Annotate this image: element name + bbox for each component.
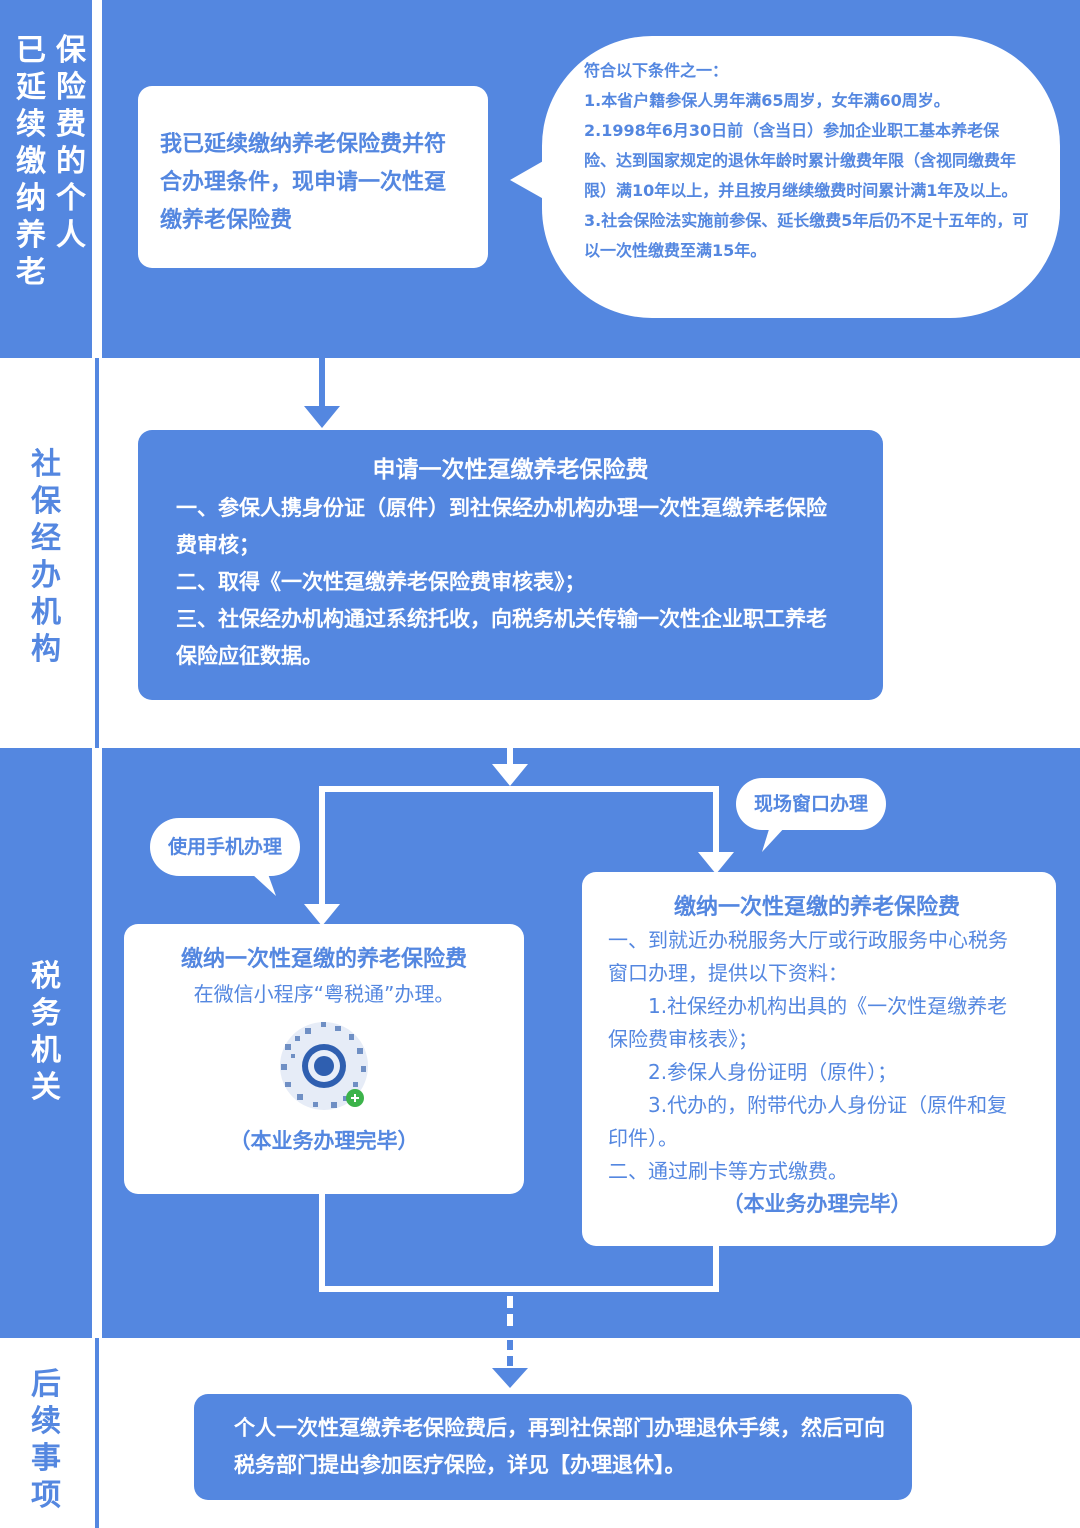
condition-item-3: 3.社会保险法实施前参保、延长缴费5年后仍不足十五年的，可以一次性缴费至满15年… <box>584 211 1029 260</box>
lane-label-applicant: 已延续缴纳养老 保险费的个人 <box>8 32 92 332</box>
condition-item-2: 2.1998年6月30日前（含当日）参加企业职工基本养老保险、达到国家规定的退休… <box>584 121 1018 200</box>
tax-mobile-desc: 在微信小程序“粤税通”办理。 <box>193 982 455 1006</box>
tax-window-item-1: 1.社保经办机构出具的《一次性趸缴养老保险费审核表》； <box>608 994 1008 1051</box>
tax-window-pay: 二、通过刷卡等方式缴费。 <box>608 1159 848 1183</box>
connector-mobile-down <box>319 786 325 906</box>
tax-window-intro: 一、到就近办税服务大厅或行政服务中心税务窗口办理，提供以下资料： <box>608 928 1008 985</box>
conditions-intro: 符合以下条件之一： <box>584 61 729 80</box>
lane-separator-followup <box>95 1338 99 1528</box>
connector-merge-horizontal <box>319 1286 719 1292</box>
tax-window-title: 缴纳一次性趸缴的养老保险费 <box>673 895 960 920</box>
connector-window-merge <box>713 1246 719 1292</box>
mobile-bubble-tail <box>252 874 276 896</box>
window-method-bubble: 现场窗口办理 <box>736 778 886 830</box>
condition-item-1: 1.本省户籍参保人男年满65周岁，女年满60周岁。 <box>584 91 950 110</box>
lane-label-tax: 税务机关 <box>31 959 61 1105</box>
social-step-line-3: 三、社保经办机构通过系统托收，向税务机关传输一次性企业职工养老保险应征数据。 <box>176 607 827 668</box>
arrow-head-window <box>698 852 734 874</box>
window-bubble-tail <box>762 826 786 852</box>
social-step-line-2: 二、取得《一次性趸缴养老保险费审核表》； <box>176 570 586 594</box>
step1-application-text: 我已延续缴纳养老保险费并符合办理条件，现申请一次性趸缴养老保险费 <box>160 132 447 233</box>
tax-mobile-done: （本业务办理完毕） <box>229 1129 419 1153</box>
arrow-head-tax <box>492 764 528 786</box>
connector-social-down <box>507 700 513 766</box>
arrow-head-mobile <box>304 904 340 926</box>
lane-separator <box>92 0 102 1528</box>
followup-text: 个人一次性趸缴养老保险费后，再到社保部门办理退休手续，然后可向税务部门提出参加医… <box>234 1416 885 1477</box>
arrow-head-followup <box>492 1368 528 1388</box>
social-application-title: 申请一次性趸缴养老保险费 <box>372 457 649 483</box>
conditions-bubble: 符合以下条件之一： 1.本省户籍参保人男年满65周岁，女年满60周岁。 2.19… <box>542 36 1060 318</box>
step1-application-box: 我已延续缴纳养老保险费并符合办理条件，现申请一次性趸缴养老保险费 <box>138 86 488 268</box>
tax-mobile-box: 缴纳一次性趸缴的养老保险费 在微信小程序“粤税通”办理。 （本业务办理完毕） <box>124 924 524 1194</box>
tax-window-item-2: 2.参保人身份证明（原件）； <box>648 1060 898 1084</box>
social-application-box: 申请一次性趸缴养老保险费 一、参保人携身份证（原件）到社保经办机构办理一次性趸缴… <box>138 430 883 700</box>
connector-mobile-merge <box>319 1194 325 1292</box>
mobile-method-bubble: 使用手机办理 <box>150 818 300 876</box>
connector-dash <box>507 1340 513 1350</box>
tax-mobile-title: 缴纳一次性趸缴的养老保险费 <box>180 947 467 972</box>
followup-box: 个人一次性趸缴养老保险费后，再到社保部门办理退休手续，然后可向税务部门提出参加医… <box>194 1394 912 1500</box>
tax-window-box: 缴纳一次性趸缴的养老保险费 一、到就近办税服务大厅或行政服务中心税务窗口办理，提… <box>582 872 1056 1246</box>
yueshuitong-qr-code[interactable] <box>269 1016 379 1116</box>
lane-label-followup: 后续事项 <box>31 1367 61 1513</box>
tax-window-item-3: 3.代办的，附带代办人身份证（原件和复印件）。 <box>608 1093 1008 1150</box>
social-step-line-1: 一、参保人携身份证（原件）到社保经办机构办理一次性趸缴养老保险费审核； <box>176 496 827 557</box>
lane-label-applicant-col1: 已延续缴纳养老 <box>16 33 46 290</box>
lane-separator-social <box>95 358 99 748</box>
window-method-label: 现场窗口办理 <box>753 793 868 815</box>
mobile-method-label: 使用手机办理 <box>167 836 282 858</box>
connector-dash <box>507 1314 513 1326</box>
arrow-head-social <box>304 406 340 428</box>
connector-window-down <box>713 786 719 854</box>
connector-step1-down <box>319 268 325 408</box>
lane-label-applicant-col2: 保险费的个人 <box>56 33 86 253</box>
connector-dash <box>507 1356 513 1366</box>
lane-label-social: 社保经办机构 <box>31 447 61 667</box>
tax-window-done: （本业务办理完毕） <box>722 1192 912 1216</box>
connector-dash <box>507 1296 513 1308</box>
connector-split-horizontal <box>319 786 719 792</box>
